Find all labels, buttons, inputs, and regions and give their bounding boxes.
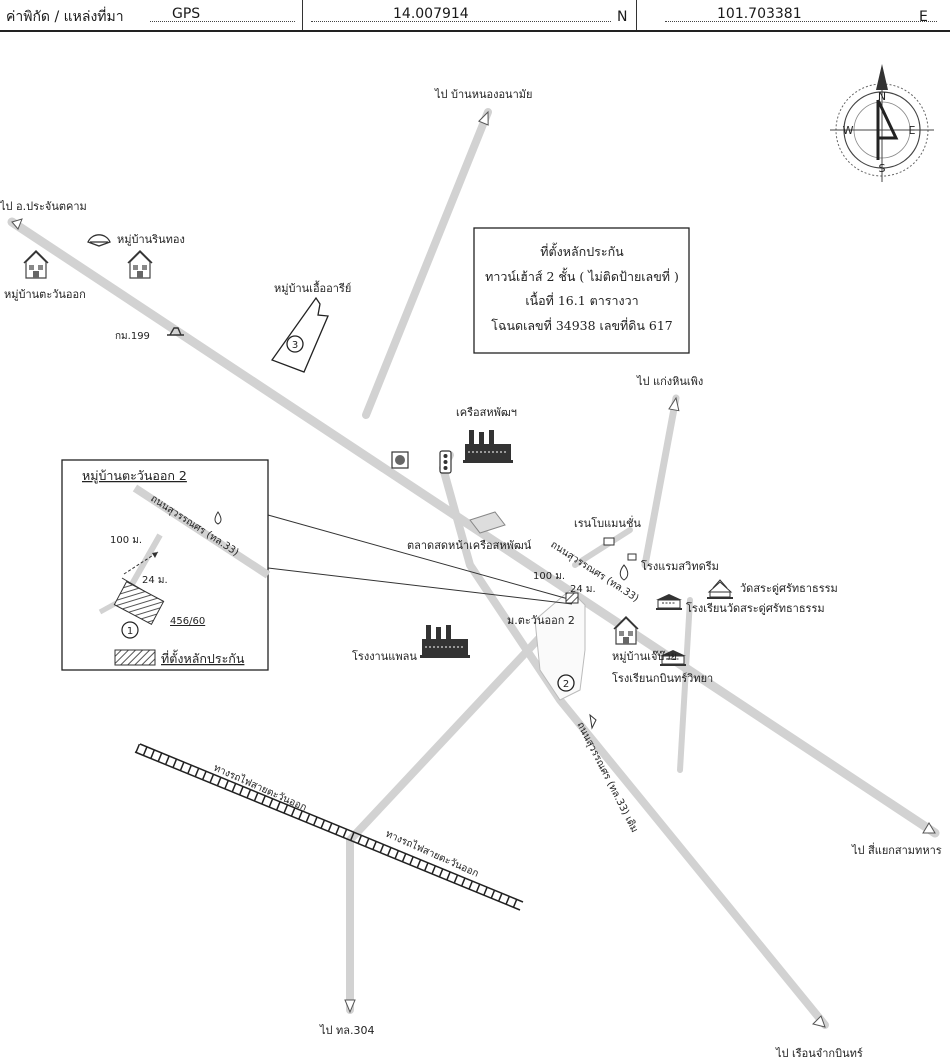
label-village-uea-aree: หมู่บ้านเอื้ออารีย์ (274, 280, 351, 295)
road-east-south (677, 597, 693, 773)
source-cell: ค่าพิกัด / แหล่งที่มา GPS (0, 0, 300, 30)
label-to-prachantakham: ไป อ.ประจันตคาม (0, 200, 87, 213)
info-deed: โฉนดเลขที่ 34938 เลขที่ดิน 617 (491, 317, 673, 333)
label-to-samthahan: ไป สี่แยกสามทหาร (851, 842, 942, 857)
inset-marker-1 (121, 621, 139, 639)
label-to-kaeng-hin-phoeng: ไป แก่งหินเพิง (636, 375, 703, 388)
house-icon (127, 250, 153, 279)
label-rainbow-mansion: เรนโบแมนชั่น (574, 515, 641, 530)
latitude-cell: 14.007914 N (303, 0, 636, 30)
label-hotel: โรงแรมสวิทดรีม (641, 559, 719, 573)
direction-arrows (11, 110, 936, 1028)
info-building: ทาวน์เฮ้าส์ 2 ชั้น ( ไม่ติดป้ายเลขที่ ) (485, 267, 679, 284)
marker-2-label: 2 (563, 679, 569, 690)
compass-w: W (843, 124, 854, 137)
inset-title: หมู่บ้านตะวันออก 2 (82, 468, 187, 484)
latitude-suffix: N (617, 9, 628, 25)
uea-aree-plot (270, 296, 329, 373)
label-village-jep-uai: หมู่บ้านเจ๊บ๊วย (612, 650, 677, 663)
latitude-value: 14.007914 (393, 6, 469, 22)
inset-dist-100: 100 ม. (110, 535, 142, 546)
info-area: เนื้อที่ 16.1 ตารางวา (525, 291, 638, 308)
market-icon (469, 511, 506, 534)
compass-e: E (909, 124, 916, 137)
legend-hatch-swatch (114, 649, 156, 666)
label-factory: โรงงานแพลน (352, 649, 417, 663)
shell-station-icon (87, 234, 111, 247)
collateral-marker (565, 592, 579, 604)
map-icons (23, 234, 733, 730)
km-marker-icon (167, 327, 184, 336)
old-road (439, 464, 829, 1029)
mansion-icon (603, 537, 615, 546)
school-icon (655, 593, 683, 611)
gas-station-icon (619, 564, 629, 581)
factory-icon (419, 624, 471, 659)
collateral-info-box: ที่ตั้งหลักประกัน ทาวน์เฮ้าส์ 2 ชั้น ( ไ… (473, 227, 690, 354)
label-wat: วัดสระดู่ศรัทธาธรรม (740, 582, 838, 595)
house-icon (23, 250, 49, 279)
compass-rose: N S E W (830, 64, 934, 182)
marker-3-label: 3 (292, 340, 298, 351)
railway (134, 743, 524, 911)
label-village-rinthong: หมู่บ้านรินทอง (117, 233, 185, 246)
longitude-suffix: E (919, 9, 928, 25)
hotel-icon (627, 553, 637, 561)
label-school-kabin: โรงเรียนกบินทร์วิทยา (612, 671, 713, 685)
coordinate-header: ค่าพิกัด / แหล่งที่มา GPS 14.007914 N 10… (0, 0, 950, 32)
north-arrow-icon (876, 64, 888, 90)
label-km-199: กม.199 (115, 331, 150, 342)
source-label: ค่าพิกัด / แหล่งที่มา (6, 9, 124, 25)
label-dist-100: 100 ม. (533, 571, 565, 582)
marker-3 (286, 335, 304, 353)
inset-marker-1-label: 1 (127, 626, 133, 637)
small-marker-icon (589, 713, 597, 730)
label-tawan-ok-2: ม.ตะวันออก 2 (507, 614, 575, 627)
longitude-value: 101.703381 (717, 6, 802, 22)
inset-dist-24: 24 ม. (142, 575, 168, 586)
source-value: GPS (172, 6, 201, 22)
main-road (7, 217, 940, 838)
road-ne (641, 394, 680, 569)
compass-n: N (878, 90, 886, 103)
longitude-cell: 101.703381 E (637, 0, 950, 30)
label-market: ตลาดสดหน้าเครือสหพัฒน์ (407, 539, 532, 552)
inset-house-no: 456/60 (170, 616, 205, 627)
label-to-kabinburi: ไป เรือนจำกบินทร์ (775, 1047, 863, 1060)
label-to-hwy304: ไป ทล.304 (319, 1024, 375, 1037)
label-dist-24: 24 ม. (570, 584, 596, 595)
factory-icon (462, 429, 514, 464)
marker-2 (557, 674, 575, 692)
inset-map: หมู่บ้านตะวันออก 2 ถนนสุวรรณศร (ทล.33) 1… (61, 459, 271, 671)
label-village-tawan-ok: หมู่บ้านตะวันออก (4, 288, 86, 301)
label-railway-1: ทางรถไฟสายตะวันออก (212, 762, 309, 814)
label-to-nong-anamai: ไป บ้านหนองอนามัย (434, 88, 532, 101)
label-old-road: ถนนสุวรรณศร (ทล.33) เดิม (574, 720, 639, 834)
road-north (362, 108, 492, 419)
label-khrua-sahaphat: เครือสหพัฒฯ (456, 406, 517, 419)
label-wat-school: โรงเรียนวัดสระดู่ศรัทธาธรรม (686, 601, 825, 615)
temple-icon (707, 579, 733, 599)
inset-legend-label: ที่ตั้งหลักประกัน (161, 649, 245, 666)
info-title: ที่ตั้งหลักประกัน (540, 242, 624, 259)
inset-plot (113, 580, 165, 626)
inset-gas-icon (214, 511, 222, 525)
compass-s: S (879, 162, 886, 175)
